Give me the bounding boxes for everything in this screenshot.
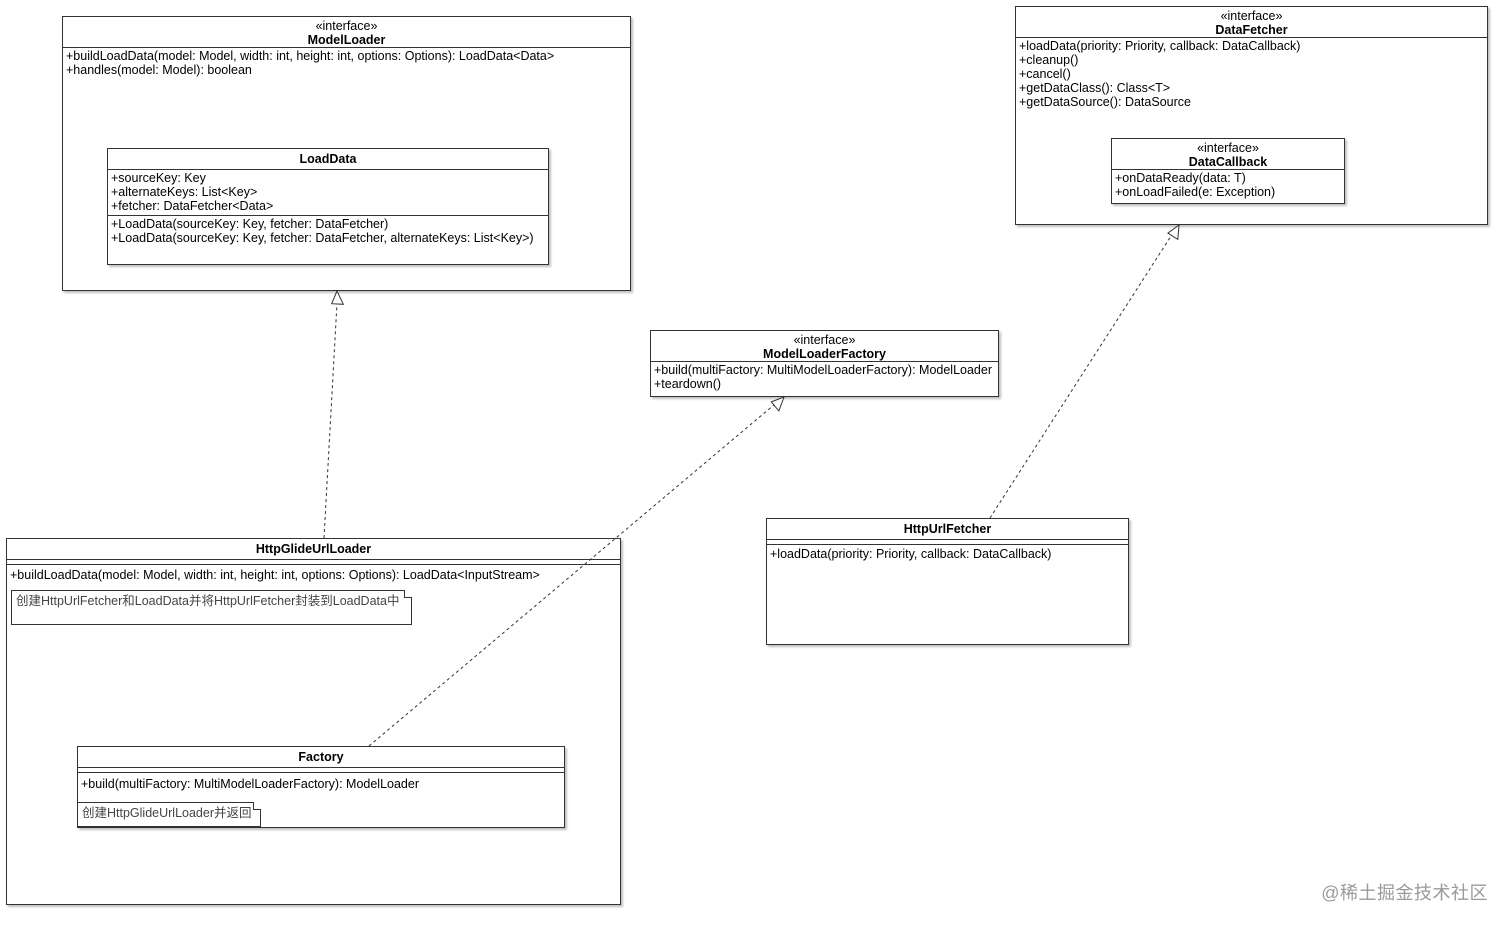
method-row: +LoadData(sourceKey: Key, fetcher: DataF… [111, 231, 534, 245]
class-header: LoadData [108, 149, 548, 170]
field-row: +fetcher: DataFetcher<Data> [111, 199, 274, 213]
method-row: +onDataReady(data: T) [1115, 171, 1246, 185]
arrowhead-hollow-icon [1167, 223, 1180, 241]
class-httpurlfetcher[interactable]: HttpUrlFetcher +loadData(priority: Prior… [766, 518, 1129, 645]
methods-section: +onDataReady(data: T) +onLoadFailed(e: E… [1112, 170, 1344, 201]
class-name: DataCallback [1188, 155, 1268, 169]
method-row: +cleanup() [1019, 53, 1079, 67]
method-row: +loadData(priority: Priority, callback: … [770, 547, 1052, 561]
methods-section: +build(multiFactory: MultiModelLoaderFac… [78, 773, 564, 793]
fields-section: +sourceKey: Key +alternateKeys: List<Key… [108, 170, 548, 216]
method-row: +cancel() [1019, 67, 1071, 81]
methods-section: +loadData(priority: Priority, callback: … [767, 545, 1128, 563]
class-datacallback[interactable]: «interface» DataCallback +onDataReady(da… [1111, 138, 1345, 204]
fields-section [7, 560, 620, 565]
method-row: +handles(model: Model): boolean [66, 63, 252, 77]
methods-section: +build(multiFactory: MultiModelLoaderFac… [651, 362, 998, 393]
class-header: «interface» DataFetcher [1016, 7, 1487, 38]
stereotype-label: «interface» [315, 19, 378, 33]
method-row: +onLoadFailed(e: Exception) [1115, 185, 1276, 199]
note-text: 创建HttpGlideUrlLoader并返回 [82, 806, 252, 820]
stereotype-label: «interface» [793, 333, 856, 347]
realization-httpglideurlloader-modelloader [323, 302, 338, 539]
method-row: +getDataClass(): Class<T> [1019, 81, 1171, 95]
methods-section: +buildLoadData(model: Model, width: int,… [63, 48, 630, 79]
method-row: +teardown() [654, 377, 722, 391]
note-factory: 创建HttpGlideUrlLoader并返回 [77, 802, 261, 827]
class-name: HttpGlideUrlLoader [255, 542, 372, 556]
note-text: 创建HttpUrlFetcher和LoadData并将HttpUrlFetche… [16, 594, 400, 608]
stereotype-label: «interface» [1197, 141, 1259, 155]
arrowhead-hollow-icon [770, 396, 785, 412]
fields-section [767, 540, 1128, 545]
class-name: ModelLoader [307, 33, 386, 47]
method-row: +buildLoadData(model: Model, width: int,… [66, 49, 555, 63]
note-fold-icon [404, 590, 412, 598]
class-name: HttpUrlFetcher [903, 522, 992, 536]
class-header: «interface» ModelLoaderFactory [651, 331, 998, 362]
arrowhead-hollow-icon [330, 289, 345, 305]
class-header: «interface» ModelLoader [63, 17, 630, 48]
class-name: Factory [298, 750, 344, 764]
watermark-text: @稀土掘金技术社区 [1321, 883, 1488, 903]
methods-section: +LoadData(sourceKey: Key, fetcher: DataF… [108, 216, 548, 247]
field-row: +sourceKey: Key [111, 171, 206, 185]
note-fold-icon [253, 802, 261, 810]
class-name: LoadData [299, 152, 357, 166]
methods-section: +loadData(priority: Priority, callback: … [1016, 38, 1487, 111]
class-header: «interface» DataCallback [1112, 139, 1344, 170]
class-name: ModelLoaderFactory [763, 347, 886, 361]
class-loaddata[interactable]: LoadData +sourceKey: Key +alternateKeys:… [107, 148, 549, 265]
field-row: +alternateKeys: List<Key> [111, 185, 258, 199]
class-header: Factory [78, 747, 564, 768]
class-modelloaderfactory[interactable]: «interface» ModelLoaderFactory +build(mu… [650, 330, 999, 397]
methods-section: +buildLoadData(model: Model, width: int,… [7, 565, 620, 584]
method-row: +build(multiFactory: MultiModelLoaderFac… [81, 777, 419, 791]
note-httpglideurlloader: 创建HttpUrlFetcher和LoadData并将HttpUrlFetche… [11, 590, 412, 625]
method-row: +getDataSource(): DataSource [1019, 95, 1191, 109]
stereotype-label: «interface» [1220, 9, 1283, 23]
method-row: +build(multiFactory: MultiModelLoaderFac… [654, 363, 992, 377]
realization-httpurlfetcher-datafetcher [989, 235, 1172, 519]
class-header: HttpUrlFetcher [767, 519, 1128, 540]
method-row: +LoadData(sourceKey: Key, fetcher: DataF… [111, 217, 389, 231]
fields-section [78, 768, 564, 773]
class-name: DataFetcher [1215, 23, 1288, 37]
method-row: +loadData(priority: Priority, callback: … [1019, 39, 1301, 53]
method-row: +buildLoadData(model: Model, width: int,… [10, 568, 540, 582]
class-header: HttpGlideUrlLoader [7, 539, 620, 560]
